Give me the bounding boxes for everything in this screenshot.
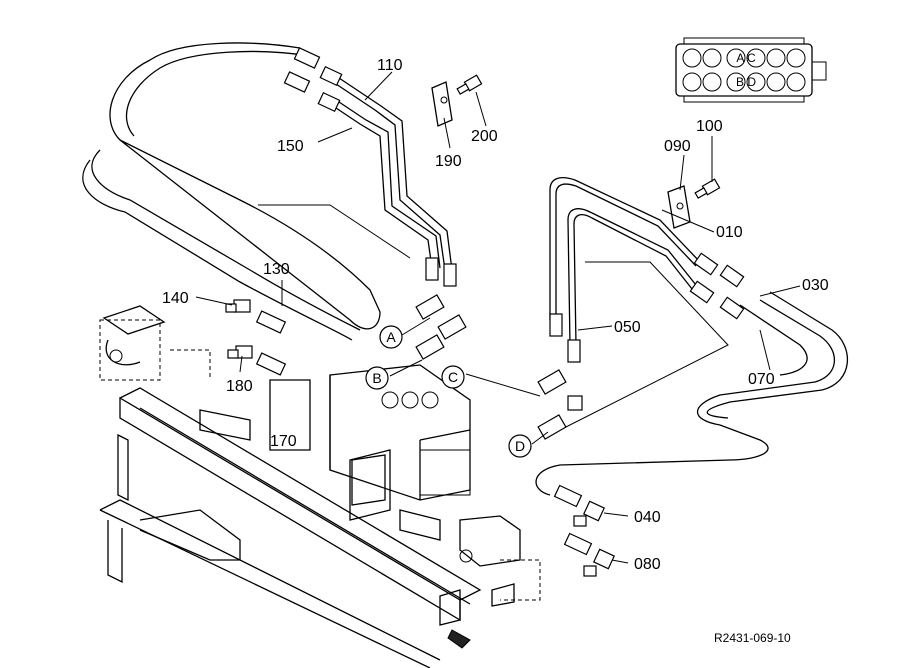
fitting-180 [227, 345, 287, 376]
control-valve [329, 364, 471, 506]
machine-frame [99, 305, 541, 668]
part-label-090: 090 [664, 138, 691, 155]
part-label-100: 100 [696, 118, 723, 135]
part-label-080: 080 [634, 556, 661, 573]
hose-loop-left [82, 42, 411, 341]
part-label-130: 130 [263, 261, 290, 278]
svg-text:D: D [515, 438, 525, 454]
clamp-090 [667, 185, 691, 229]
part-label-190: 190 [435, 153, 462, 170]
fitting-140 [225, 299, 287, 334]
svg-text:B: B [372, 370, 381, 386]
part-label-180: 180 [226, 378, 253, 395]
part-label-150: 150 [277, 138, 304, 155]
svg-text:A: A [386, 329, 396, 345]
part-label-200: 200 [471, 128, 498, 145]
tube-010-050 [549, 177, 745, 363]
part-label-070: 070 [748, 371, 775, 388]
port-markers: A B C D [365, 325, 532, 458]
port-marker-d: D [508, 434, 532, 458]
svg-text:C: C [448, 369, 458, 385]
part-label-010: 010 [716, 224, 743, 241]
part-label-110: 110 [377, 57, 403, 74]
inset-bottom-label: B D [736, 75, 756, 89]
part-label-050: 050 [614, 319, 641, 336]
clamp-190 [431, 81, 453, 127]
fitting-040 [553, 484, 606, 527]
fitting-080 [563, 532, 616, 577]
part-label-040: 040 [634, 509, 661, 526]
part-label-140: 140 [162, 290, 189, 307]
part-label-170: 170 [270, 433, 297, 450]
inset-top-label: A C [736, 51, 756, 65]
part-number-labels: 110 150 190 200 130 140 180 170 100 090 … [162, 57, 829, 573]
connector-inset: A C B D [675, 37, 827, 103]
port-marker-a: A [379, 325, 403, 349]
hose-loop-right [535, 261, 848, 496]
port-marker-b: B [365, 366, 389, 390]
part-label-030: 030 [802, 277, 829, 294]
tube-110-150 [283, 47, 457, 287]
valve-fittings [415, 294, 583, 440]
bolt-100 [694, 178, 721, 199]
leader-lines [195, 71, 801, 564]
bolt-200 [456, 74, 483, 95]
drawing-code: R2431-069-10 [714, 631, 791, 645]
port-marker-c: C [441, 365, 465, 389]
inset-ports [682, 48, 806, 92]
